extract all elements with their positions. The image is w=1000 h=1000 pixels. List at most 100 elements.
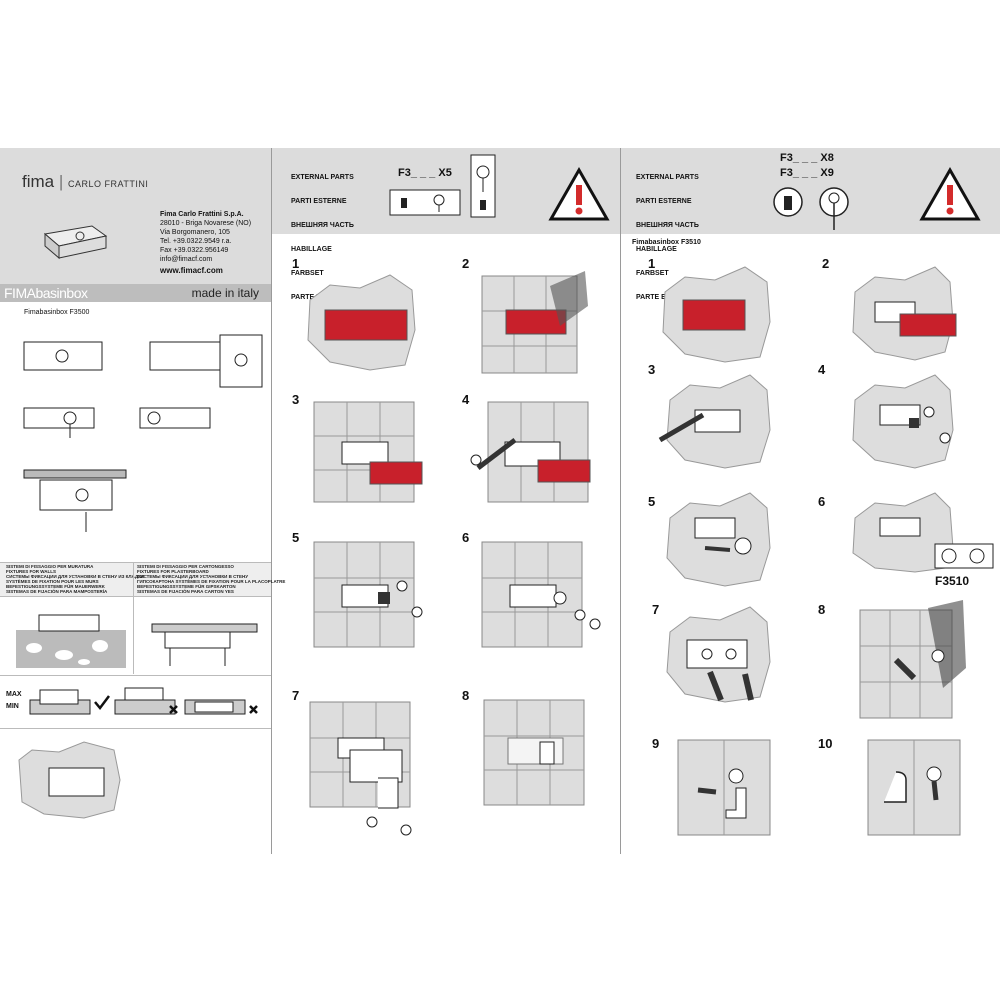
wall-mount-diagram: [16, 614, 126, 668]
ext-line: ВНЕШНЯЯ ЧАСТЬ: [291, 222, 354, 229]
r-step-9-illustration: [677, 739, 771, 836]
level-divider: [0, 675, 271, 676]
mount-walls-text: SISTEMI DI FISSAGGIO PER MURATURA FIXTUR…: [6, 564, 144, 594]
ext-line: ВНЕШНЯЯ ЧАСТЬ: [636, 222, 699, 229]
depth-examples: [29, 687, 258, 715]
step-1-illustration: [307, 274, 416, 371]
step-number: 5: [292, 530, 300, 545]
mount-plaster-line: BEFESTIGUNGSSYSTEME FÜR GIPSKARTON: [137, 584, 236, 589]
r-step-1-illustration: [662, 266, 771, 363]
company-header: [0, 148, 271, 284]
company-logo: fima | CARLO FRATTINI: [22, 172, 149, 191]
step-number: 5: [648, 494, 656, 509]
r-step-10-illustration: [867, 739, 961, 836]
step-5-illustration: [313, 541, 423, 648]
company-address1: 28010 - Briga Novarese (NO): [160, 220, 252, 227]
mount-plaster-line: SISTEMAS DE FIJACIÓN PARA CARTON YES: [137, 589, 234, 594]
step-number: 1: [648, 256, 656, 271]
mount-plaster-line: ГИПСОКАРТОНА SYSTÈMES DE FIXATION POUR L…: [137, 579, 286, 584]
company-tel: Tel. +39.0322.9549 r.a.: [160, 238, 232, 245]
step-number: 8: [818, 602, 826, 617]
company-address2: Via Borgomanero, 105: [160, 229, 230, 236]
mount-plaster-line: SISTEMI DI FISSAGGIO PER CARTONGESSO: [137, 564, 234, 569]
r-step-6-illustration: [852, 492, 994, 573]
step-number: 4: [462, 392, 470, 407]
r-step-4-illustration: [852, 374, 954, 469]
mid-code: F3_ _ _ X5: [398, 167, 452, 179]
x8-x9-diagram: [773, 187, 849, 230]
ext-line: PARTI ESTERNE: [636, 198, 692, 205]
logo-text: fima: [22, 172, 55, 191]
ext-line: FARBSET: [636, 270, 669, 277]
ext-line: EXTERNAL PARTS: [636, 174, 699, 181]
left-model: Fimabasinbox F3500: [24, 309, 90, 316]
mount-plaster-line: FIXTURES FOR PLASTERBOARD: [137, 569, 209, 574]
bottom-divider: [0, 728, 271, 729]
mount-walls-line: SISTEMI DI FISSAGGIO PER MURATURA: [6, 564, 94, 569]
step-number: 8: [462, 688, 470, 703]
step-2-illustration: [481, 271, 588, 374]
warning-icon: [919, 166, 981, 221]
installed-box-wall: [18, 741, 121, 819]
company-web: www.fimacf.com: [160, 266, 223, 275]
r-step-2-illustration: [852, 266, 957, 361]
f3510-label: F3510: [935, 574, 970, 588]
company-info: Fima Carlo Frattini S.p.A. 28010 - Briga…: [160, 210, 270, 275]
mount-walls-line: SISTEMAS DE FIJACIÓN PARA MAMPOSTERÍA: [6, 589, 108, 594]
mount-walls-line: СИСТЕМЫ ФИКСАЦИИ ДЛЯ УСТАНОВКИ В СТЕНУ И…: [6, 574, 145, 579]
step-number: 6: [462, 530, 470, 545]
step-6-illustration: [481, 541, 601, 648]
mount-walls-line: BEFESTIGUNGSSYSTEME FÜR MAUERWERK: [6, 584, 105, 589]
ext-line: HABILLAGE: [636, 246, 677, 253]
r-step-3-illustration: [658, 374, 771, 469]
ext-line: FARBSET: [291, 270, 324, 277]
company-fax: Fax +39.0322.956149: [160, 247, 229, 254]
mount-plaster-line: СИСТЕМЫ ФИКСАЦИИ ДЛЯ УСТАНОВКИ В СТЕНУ: [137, 574, 249, 579]
max-label: MAX: [6, 691, 22, 698]
f3500-dimension-diagrams: [23, 334, 263, 438]
brand-bar: FIMAbasinbox made in italy: [0, 284, 271, 302]
step-number: 7: [292, 688, 300, 703]
x5-plate-diagram: [389, 154, 496, 218]
step-number: 2: [462, 256, 470, 271]
step-number: 10: [818, 736, 833, 751]
r-step-7-illustration: [666, 606, 771, 703]
ext-line: EXTERNAL PARTS: [291, 174, 354, 181]
step-3-illustration: [313, 401, 423, 503]
ext-line: HABILLAGE: [291, 246, 332, 253]
made-in-italy: made in italy: [191, 286, 259, 300]
min-label: MIN: [6, 703, 19, 710]
mount-plaster-text: SISTEMI DI FISSAGGIO PER CARTONGESSO FIX…: [137, 564, 285, 594]
mount-divider: [133, 562, 134, 674]
step-number: 9: [652, 736, 660, 751]
step-7-illustration: [309, 701, 412, 836]
mount-section: [0, 562, 271, 597]
mount-walls-line: SYSTÈMES DE FIXATION POUR LES MURS: [6, 579, 99, 584]
step-number: 1: [292, 256, 300, 271]
divider-right: [620, 148, 621, 854]
step-number: 3: [292, 392, 300, 407]
step-number: 2: [822, 256, 830, 271]
divider-left: [271, 148, 272, 854]
right-code-2: F3_ _ _ X9: [780, 167, 834, 179]
step-number: 4: [818, 362, 826, 377]
step-4-illustration: [470, 401, 591, 503]
company-email: info@fimacf.com: [160, 256, 213, 263]
r-step-8-illustration: [859, 600, 966, 719]
plaster-mount-diagram: [151, 623, 258, 666]
company-name: Fima Carlo Frattini S.p.A.: [160, 211, 244, 218]
r-step-5-illustration: [666, 492, 771, 587]
basinbox-illustration: [43, 225, 108, 260]
product-name: FIMAbasinbox: [4, 285, 88, 301]
ext-line: PARTI ESTERNE: [291, 198, 347, 205]
step-number: 6: [818, 494, 826, 509]
level-diagram: [23, 469, 127, 532]
right-code-1: F3_ _ _ X8: [780, 152, 834, 164]
step-number: 7: [652, 602, 660, 617]
step-number: 3: [648, 362, 656, 377]
warning-icon: [548, 166, 610, 221]
step-8-illustration: [483, 699, 585, 806]
mount-walls-line: FIXTURES FOR WALLS: [6, 569, 56, 574]
logo-sub: CARLO FRATTINI: [68, 179, 149, 189]
right-model: Fimabasinbox F3510: [632, 239, 701, 246]
